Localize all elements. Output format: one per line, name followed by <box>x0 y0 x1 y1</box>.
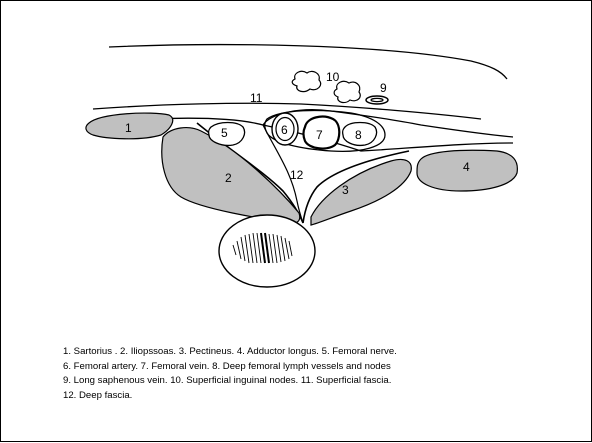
label-8: 8 <box>355 128 362 142</box>
long-saphenous-vein <box>366 96 388 104</box>
label-3: 3 <box>342 183 349 197</box>
label-1: 1 <box>125 121 132 135</box>
legend-line-1: 1. Sartorius . 2. Iliopssoas. 3. Pectine… <box>63 345 563 360</box>
legend-caption: 1. Sartorius . 2. Iliopssoas. 3. Pectine… <box>63 345 563 403</box>
legend-line-2: 6. Femoral artery. 7. Femoral vein. 8. D… <box>63 360 563 375</box>
label-9: 9 <box>380 81 387 95</box>
label-4: 4 <box>463 160 470 174</box>
legend-line-3: 9. Long saphenous vein. 10. Superficial … <box>63 374 563 389</box>
label-12: 12 <box>290 168 304 182</box>
label-5: 5 <box>221 126 228 140</box>
label-7: 7 <box>316 128 323 142</box>
label-2: 2 <box>225 171 232 185</box>
pectineus-muscle <box>311 159 411 225</box>
label-6: 6 <box>281 123 288 137</box>
superficial-inguinal-node-2 <box>334 81 360 102</box>
superficial-inguinal-node-1 <box>292 71 320 91</box>
label-10: 10 <box>326 70 340 84</box>
label-11: 11 <box>250 91 263 105</box>
legend-line-4: 12. Deep fascia. <box>63 389 563 404</box>
